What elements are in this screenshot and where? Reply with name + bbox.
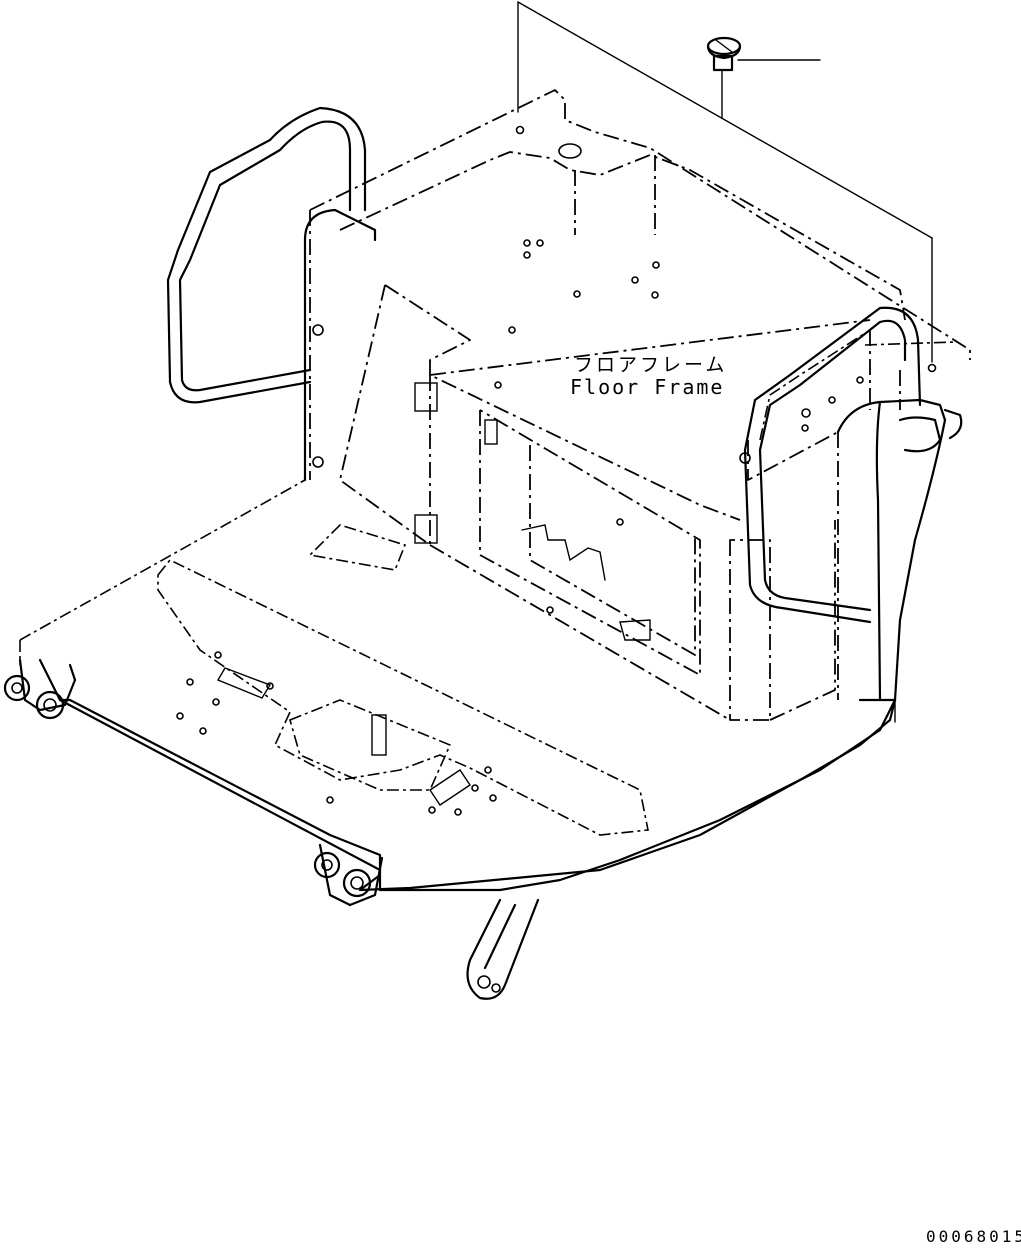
hinge-front-left <box>3 658 77 720</box>
handrail-left <box>166 106 367 404</box>
hinge-front-center <box>313 843 384 907</box>
screw-bolt-icon[interactable] <box>706 36 742 72</box>
handrail-right <box>743 306 922 624</box>
link-arm <box>466 898 540 1000</box>
right-post <box>836 398 963 702</box>
drawing-code: 00068015 <box>926 1227 1021 1246</box>
label-english: Floor Frame <box>570 375 724 399</box>
floor-frame-phantom <box>19 89 971 836</box>
mounting-holes <box>176 125 937 816</box>
label-japanese: フロアフレーム <box>574 354 727 376</box>
brackets <box>216 382 651 806</box>
base-outline <box>38 658 897 892</box>
leader-lines <box>517 1 933 363</box>
part-label: フロアフレーム Floor Frame <box>570 354 727 399</box>
left-post <box>303 208 377 482</box>
